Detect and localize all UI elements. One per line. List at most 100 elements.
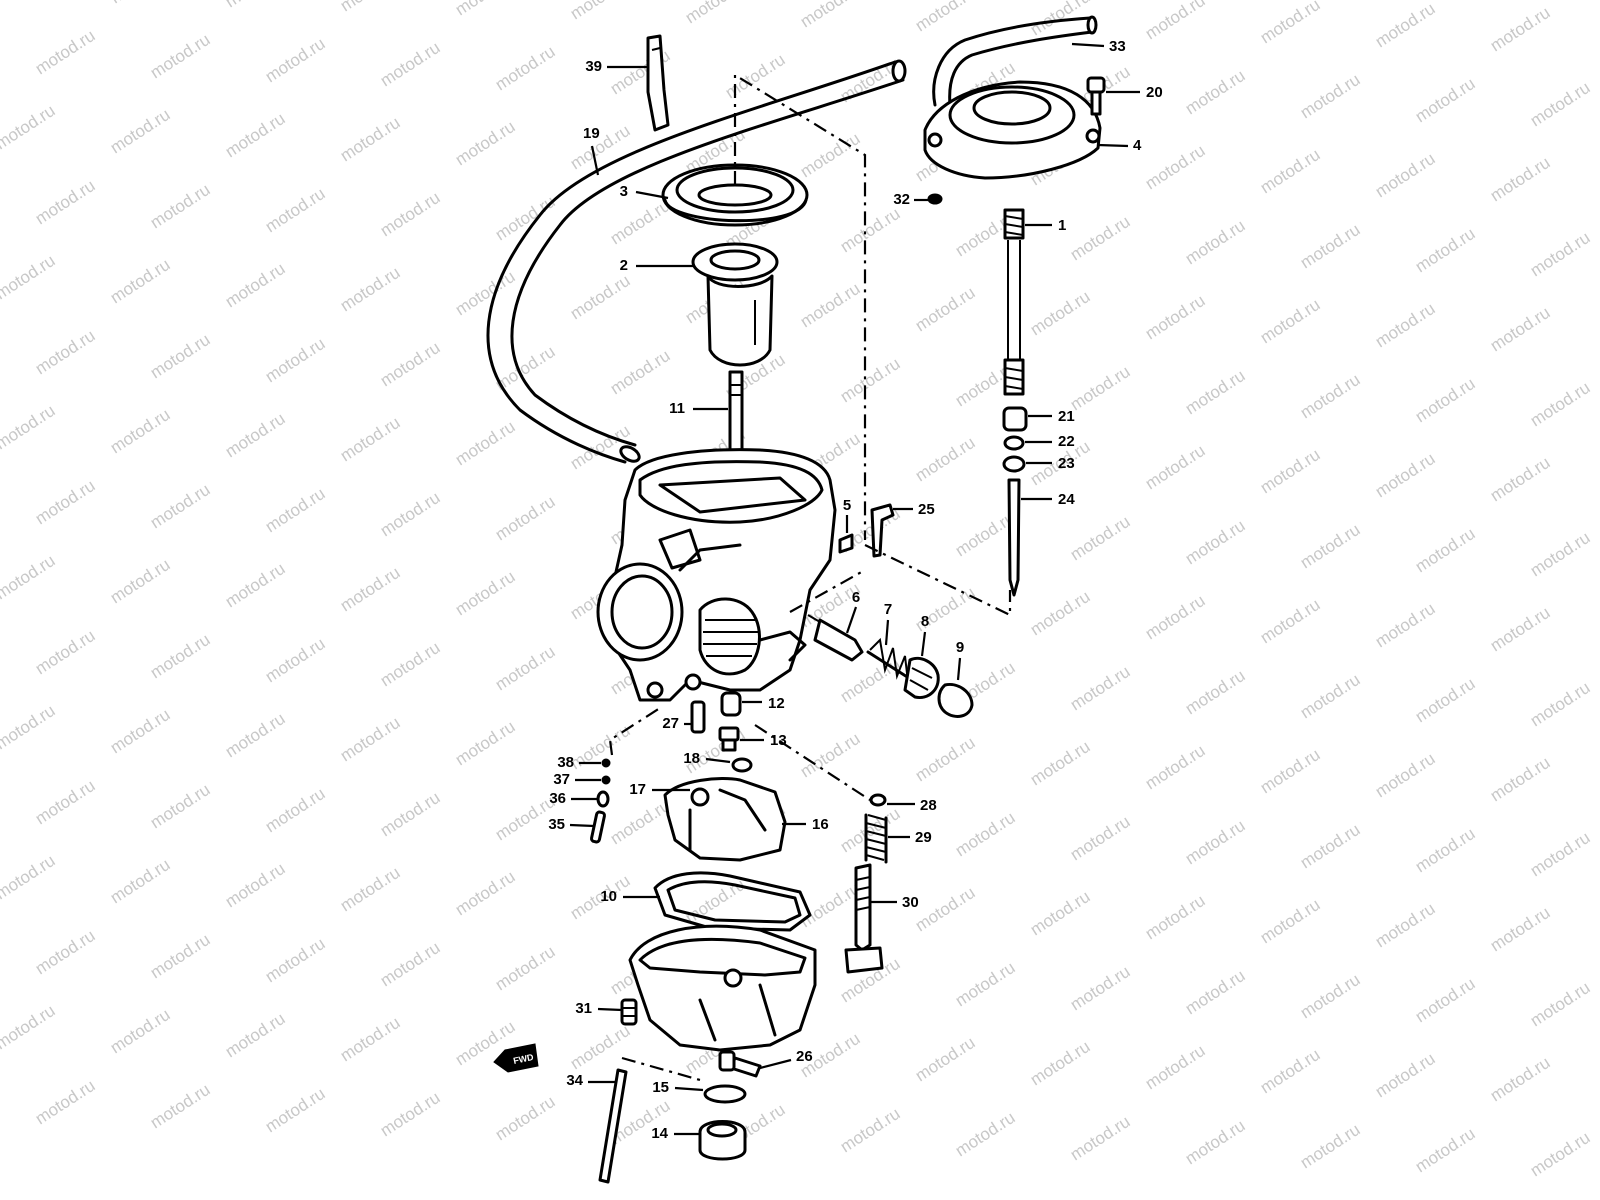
callout-32: 32	[893, 191, 928, 208]
watermark-text: motod.ru	[262, 334, 329, 386]
watermark-text: motod.ru	[262, 484, 329, 536]
part-21-clip-holder	[1002, 406, 1028, 432]
callout-label: 35	[548, 816, 565, 833]
part-37-ball	[601, 775, 611, 785]
part-31-screw	[620, 998, 638, 1026]
watermark-text: motod.ru	[1257, 445, 1324, 497]
callout-label: 20	[1146, 84, 1163, 101]
watermark-text: motod.ru	[1142, 291, 1209, 343]
watermark-text: motod.ru	[837, 654, 904, 706]
watermark-text: motod.ru	[377, 488, 444, 540]
watermark-text: motod.ru	[952, 808, 1019, 860]
watermark-text: motod.ru	[222, 559, 289, 611]
watermark-text: motod.ru	[682, 0, 749, 27]
watermark-text: motod.ru	[1027, 587, 1094, 639]
part-3-diaphragm	[661, 163, 809, 227]
part-10-gasket	[653, 871, 812, 932]
watermark-text: motod.ru	[1067, 1112, 1134, 1164]
watermark-text: motod.ru	[1297, 970, 1364, 1022]
watermark-text: motod.ru	[1372, 749, 1439, 801]
watermark-text: motod.ru	[492, 42, 559, 94]
watermark-text: motod.ru	[607, 796, 674, 848]
callout-label: 6	[852, 589, 860, 606]
watermark-text: motod.ru	[107, 705, 174, 757]
watermark-text: motod.ru	[492, 642, 559, 694]
part-22-clip	[1003, 435, 1025, 451]
callout-17: 17	[629, 781, 690, 798]
watermark-text: motod.ru	[1412, 74, 1479, 126]
watermark-text: motod.ru	[1142, 591, 1209, 643]
part-1-spring	[1003, 208, 1025, 396]
callout-label: 13	[770, 732, 787, 749]
watermark-text: motod.ru	[107, 405, 174, 457]
watermark-text: motod.ru	[1257, 295, 1324, 347]
callout-22: 22	[1025, 433, 1075, 450]
watermark-text: motod.ru	[797, 279, 864, 331]
callout-label: 3	[620, 183, 628, 200]
callout-label: 15	[652, 1079, 669, 1096]
watermark-text: motod.ru	[607, 196, 674, 248]
watermark-text: motod.ru	[1182, 66, 1249, 118]
part-28-washer	[869, 793, 887, 807]
watermark-text: motod.ru	[107, 555, 174, 607]
callout-3: 3	[620, 183, 669, 200]
callout-layer: 1234567891011121314151617181920212223242…	[548, 38, 1162, 1142]
watermark-text: motod.ru	[1297, 670, 1364, 722]
callout-leader-line	[759, 1058, 792, 1070]
part-9-cap	[937, 682, 974, 718]
callout-28: 28	[887, 797, 937, 814]
watermark-text: motod.ru	[1372, 0, 1439, 51]
watermark-text: motod.ru	[912, 0, 979, 35]
part-19-vent-hose	[486, 59, 907, 464]
callout-13: 13	[740, 732, 787, 749]
watermark-text: motod.ru	[567, 121, 634, 173]
callout-20: 20	[1106, 84, 1163, 101]
watermark-text: motod.ru	[452, 567, 519, 619]
watermark-text: motod.ru	[722, 50, 789, 102]
watermark-text: motod.ru	[147, 330, 214, 382]
watermark-text: motod.ru	[492, 492, 559, 544]
part-16-pump-housing	[663, 777, 787, 862]
callout-31: 31	[575, 1000, 623, 1017]
callout-leader-line	[674, 1086, 704, 1092]
callout-leader-line	[1097, 143, 1129, 148]
watermark-text: motod.ru	[1487, 153, 1554, 205]
watermark-text: motod.ru	[1142, 1041, 1209, 1093]
watermark-text: motod.ru	[107, 255, 174, 307]
callout-label: 16	[812, 816, 829, 833]
watermark-text: motod.ru	[0, 701, 58, 753]
watermark-text: motod.ru	[1527, 978, 1594, 1030]
watermark-text: motod.ru	[567, 1021, 634, 1073]
watermark-text: motod.ru	[1412, 1124, 1479, 1176]
callout-label: 27	[662, 715, 679, 732]
watermark-text: motod.ru	[1487, 303, 1554, 355]
watermark-text: motod.ru	[492, 942, 559, 994]
callout-16: 16	[782, 816, 829, 833]
watermark-text: motod.ru	[952, 1108, 1019, 1160]
part-10-gasket-inner	[666, 880, 802, 924]
callout-label: 5	[843, 497, 851, 514]
watermark-text: motod.ru	[1527, 378, 1594, 430]
watermark-text: motod.ru	[32, 1076, 99, 1128]
watermark-text: motod.ru	[377, 788, 444, 840]
callout-leader-line	[956, 657, 962, 681]
watermark-text: motod.ru	[1372, 1049, 1439, 1101]
watermark-text: motod.ru	[1067, 662, 1134, 714]
watermark-text: motod.ru	[0, 551, 58, 603]
watermark-text: motod.ru	[377, 1088, 444, 1140]
watermark-text: motod.ru	[147, 480, 214, 532]
watermark-text: motod.ru	[377, 338, 444, 390]
watermark-text: motod.ru	[1527, 828, 1594, 880]
watermark-text: motod.ru	[1027, 287, 1094, 339]
part-32-plug	[927, 193, 943, 205]
callout-4: 4	[1097, 137, 1142, 154]
watermark-text: motod.ru	[1182, 816, 1249, 868]
watermark-text: motod.ru	[107, 105, 174, 157]
watermark-text: motod.ru	[1142, 141, 1209, 193]
watermark-text: motod.ru	[222, 109, 289, 161]
callout-label: 24	[1058, 491, 1075, 508]
watermark-text: motod.ru	[1527, 678, 1594, 730]
watermark-text: motod.ru	[912, 433, 979, 485]
